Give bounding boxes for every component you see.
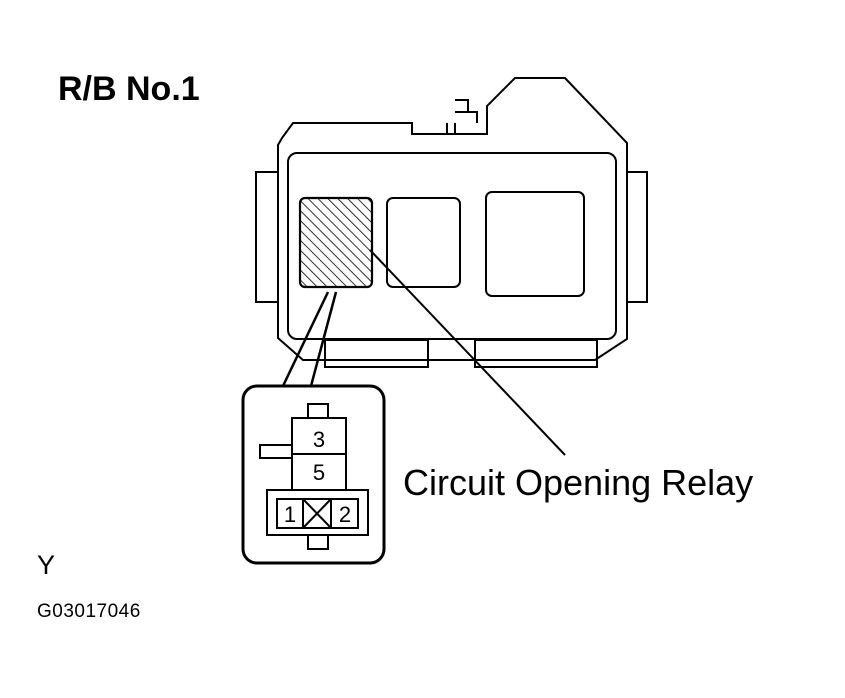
bottom-tab-right: [474, 339, 598, 368]
bottom-tab-left: [324, 339, 429, 368]
left-side-tab: [255, 171, 279, 303]
relay-block-title: R/B No.1: [58, 70, 200, 108]
right-side-tab: [626, 171, 648, 303]
connector-bottom-key: [307, 534, 329, 550]
relay-socket-3: [485, 191, 585, 297]
connector-side-key: [259, 444, 293, 459]
connector-top-key: [307, 403, 329, 419]
top-latch: [411, 99, 478, 134]
pin-number-1: 1: [284, 502, 296, 527]
callout-line-right: [309, 291, 338, 387]
callout-line-left: [281, 291, 330, 387]
figure-code: G03017046: [37, 601, 141, 622]
pin-number-3: 3: [313, 427, 325, 452]
corner-letter: Y: [37, 550, 56, 580]
pin-number-5: 5: [313, 460, 325, 485]
circuit-opening-relay-label: Circuit Opening Relay: [403, 462, 754, 503]
relay-leader-line: [369, 249, 566, 456]
relay-socket-2: [386, 197, 461, 288]
pin-number-2: 2: [339, 502, 351, 527]
circuit-opening-relay-socket: [298, 196, 374, 289]
